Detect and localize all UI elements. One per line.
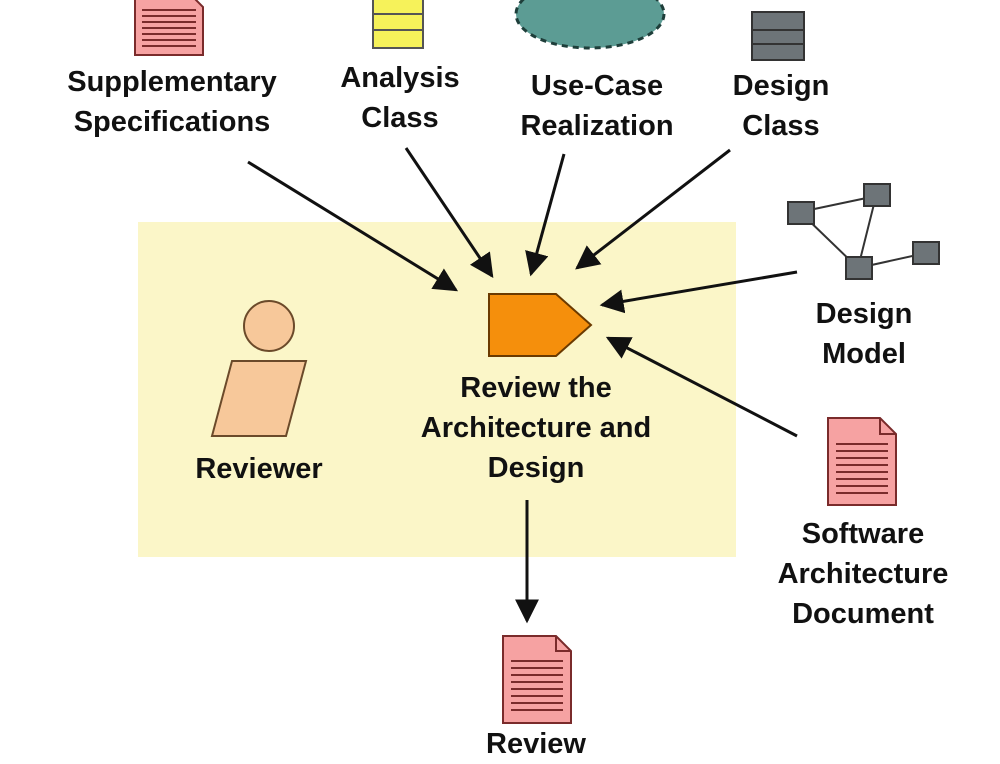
- label-line: Reviewer: [195, 453, 323, 485]
- arrow-use-case-to-activity: [525, 153, 566, 277]
- design-class-label: Design Class: [716, 66, 846, 146]
- supplementary-specifications-icon[interactable]: [134, 0, 204, 56]
- label-line: Design: [732, 70, 830, 102]
- analysis-class-icon[interactable]: [372, 0, 424, 49]
- review-document-icon[interactable]: [502, 635, 572, 724]
- label-line: Model: [822, 338, 906, 370]
- label-line: Document: [792, 598, 934, 630]
- arrow-analysis-class-to-activity: [404, 147, 494, 278]
- design-class-icon[interactable]: [751, 11, 805, 61]
- label-line: Design: [487, 452, 585, 484]
- label-line: Review the: [460, 372, 612, 404]
- use-case-realization-icon[interactable]: [514, 0, 666, 50]
- arrow-supplementary-to-activity: [247, 160, 459, 292]
- reviewer-icon[interactable]: [210, 300, 308, 437]
- arrow-design-class-to-activity: [575, 148, 731, 270]
- design-model-icon[interactable]: [787, 183, 940, 280]
- label-line: Review: [486, 728, 586, 760]
- arrow-design-model-to-activity: [599, 270, 798, 314]
- activity-icon[interactable]: [488, 293, 593, 357]
- label-line: Specifications: [73, 106, 271, 138]
- label-line: Design: [815, 298, 913, 330]
- label-line: Class: [742, 110, 820, 142]
- label-line: Realization: [520, 110, 674, 142]
- software-architecture-document-label: Software Architecture Document: [758, 514, 968, 634]
- software-architecture-document-icon[interactable]: [827, 417, 897, 506]
- use-case-realization-label: Use-Case Realization: [505, 66, 689, 146]
- reviewer-label: Reviewer: [178, 449, 340, 489]
- review-label: Review: [466, 724, 606, 764]
- activity-label: Review the Architecture and Design: [396, 368, 676, 488]
- label-line: Use-Case: [530, 70, 664, 102]
- label-line: Analysis: [340, 62, 460, 94]
- arrow-sad-to-activity: [605, 336, 798, 438]
- analysis-class-label: Analysis Class: [318, 58, 482, 138]
- label-line: Software: [801, 518, 925, 550]
- label-line: Architecture: [777, 558, 949, 590]
- label-line: Class: [361, 102, 439, 134]
- supplementary-specifications-label: Supplementary Specifications: [52, 62, 292, 142]
- label-line: Architecture and: [420, 412, 652, 444]
- design-model-label: Design Model: [798, 294, 930, 374]
- label-line: Supplementary: [67, 66, 277, 98]
